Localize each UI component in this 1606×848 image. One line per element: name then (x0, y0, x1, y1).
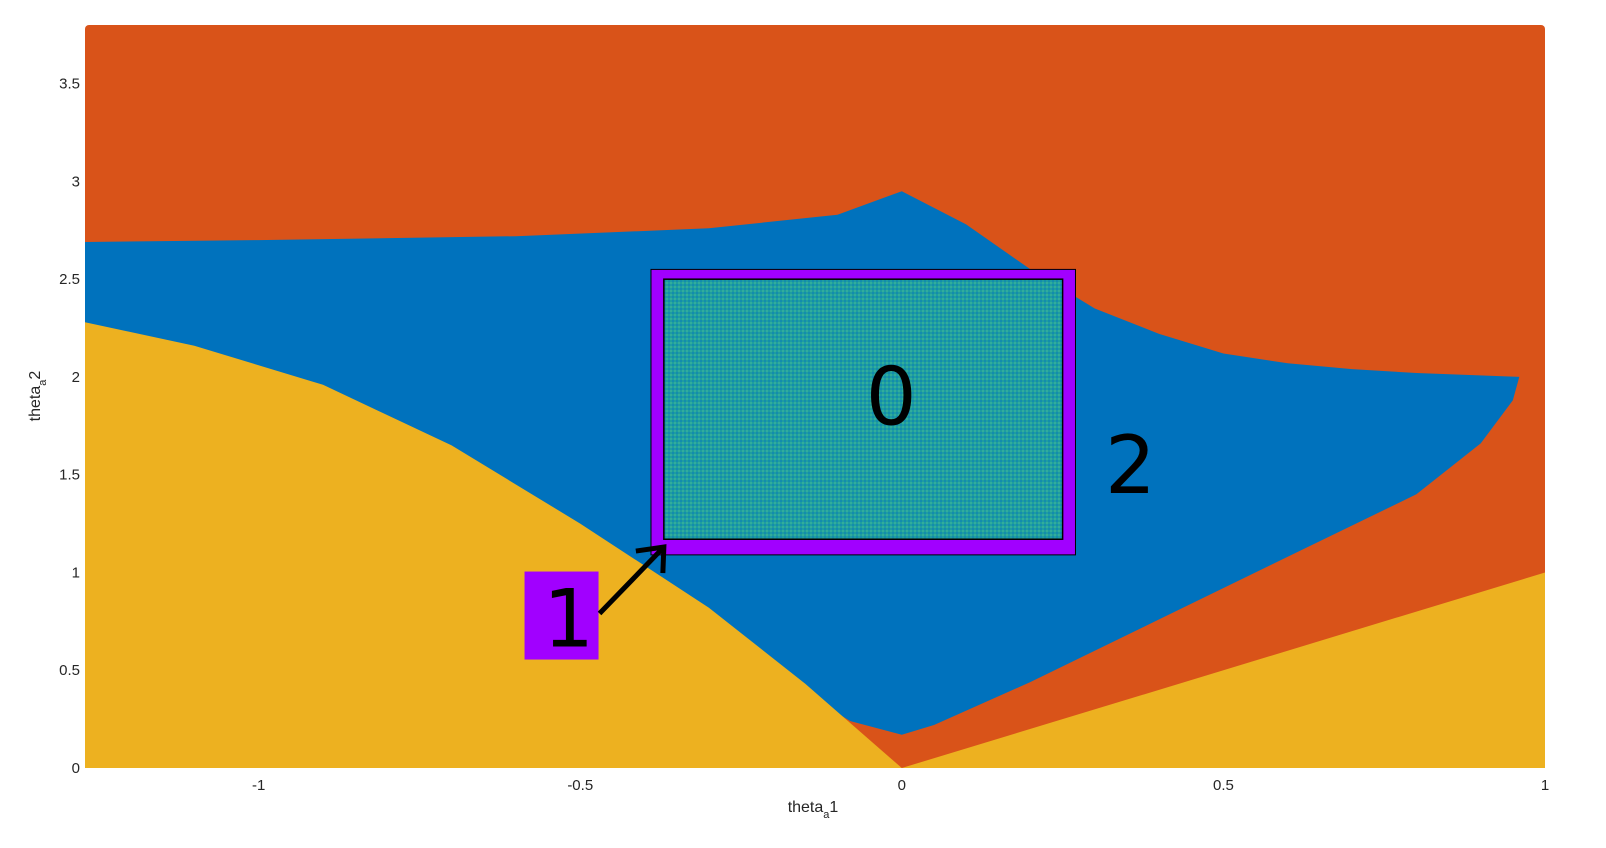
label-1: 1 (543, 573, 594, 666)
arrow-head (635, 544, 667, 574)
y-tick-label: 1 (72, 564, 80, 581)
label-2: 2 (1105, 419, 1156, 512)
label-0: 0 (866, 351, 917, 444)
y-axis-label: thetaa2 (27, 371, 49, 422)
x-tick-label: 1 (1541, 777, 1549, 794)
y-tick-label: 0 (72, 760, 80, 777)
x-tick-label: -1 (252, 777, 265, 794)
y-tick-label: 3.5 (59, 76, 80, 93)
y-tick-label: 3 (72, 173, 80, 190)
tick-labels: -1 -0.5 0 0.5 1 0 0.5 1 1.5 2 2.5 3 3.5 (59, 76, 1549, 794)
axis-labels: thetaa1 thetaa2 (27, 371, 838, 821)
label-1-background (524, 571, 599, 660)
y-tick-label: 1.5 (59, 467, 80, 484)
y-tick-label: 2 (72, 369, 80, 386)
y-tick-label: 0.5 (59, 662, 80, 679)
region-yellow-right (901, 572, 1545, 768)
x-tick-label: 0.5 (1213, 777, 1234, 794)
annotations-layer: 0 2 1 (524, 268, 1156, 666)
x-tick-label: -0.5 (567, 777, 593, 794)
arrow-line (597, 545, 666, 616)
y-tick-label: 2.5 (59, 271, 80, 288)
x-tick-label: 0 (898, 777, 906, 794)
region-yellow-left (85, 322, 902, 768)
region-0-box (663, 278, 1064, 540)
x-axis-label: thetaa1 (788, 799, 839, 821)
